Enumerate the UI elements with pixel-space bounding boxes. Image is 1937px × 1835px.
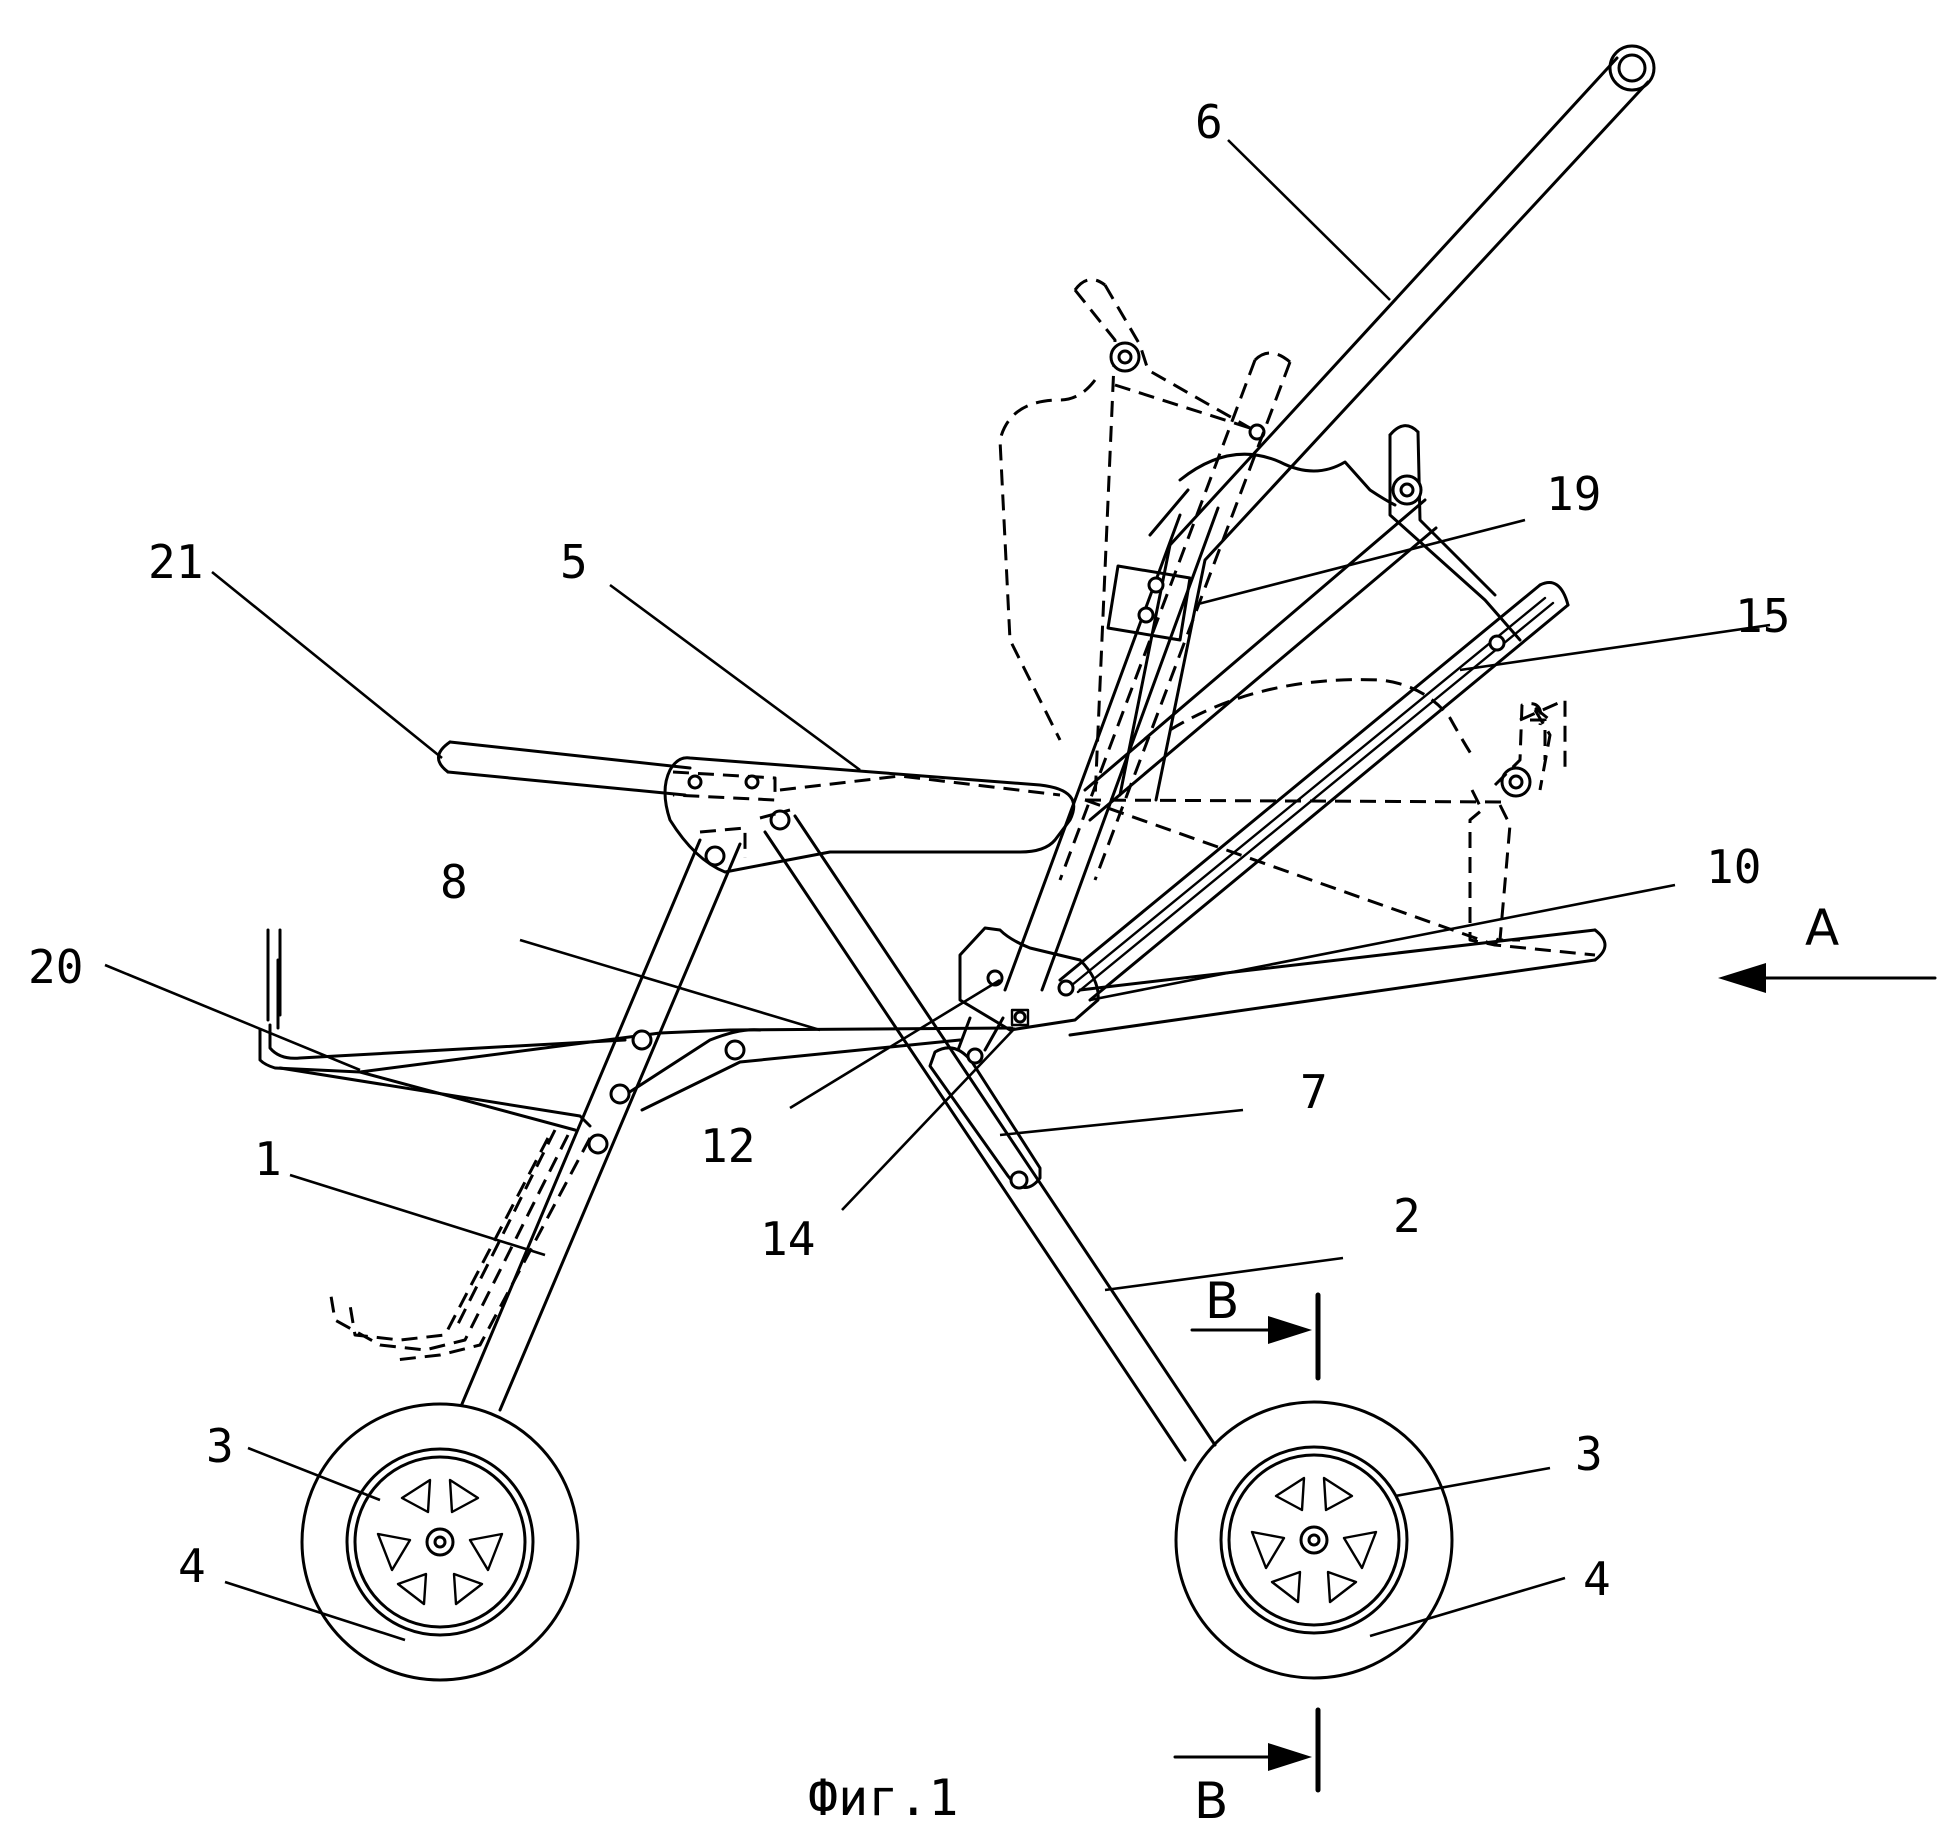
right-wheel	[1176, 1402, 1452, 1678]
view-arrow-a: A	[1718, 899, 1935, 993]
leg-rest-frame	[1060, 583, 1568, 1001]
push-handle	[1120, 46, 1654, 800]
rear-leg	[765, 816, 1215, 1460]
label-20: 20	[28, 940, 83, 994]
seat-frame-plate	[665, 758, 1074, 872]
section-line-b: B B	[1175, 1272, 1318, 1830]
leader-lines	[105, 140, 1770, 1640]
label-3-left: 3	[206, 1419, 234, 1473]
backrest-tube	[1005, 508, 1218, 990]
label-12: 12	[700, 1119, 755, 1173]
section-b-bottom-label: B	[1194, 1772, 1228, 1830]
label-4-right: 4	[1583, 1552, 1611, 1606]
label-15: 15	[1735, 589, 1790, 643]
label-19: 19	[1546, 467, 1601, 521]
bottom-bracket	[960, 928, 1605, 1035]
seat-back-bar	[1085, 500, 1436, 820]
label-10: 10	[1706, 840, 1761, 894]
figure-caption: Фиг.1	[808, 1769, 959, 1827]
label-2: 2	[1393, 1189, 1421, 1243]
label-14: 14	[760, 1212, 815, 1266]
label-5: 5	[560, 535, 588, 589]
label-3-right: 3	[1575, 1427, 1603, 1481]
label-8: 8	[440, 855, 468, 909]
view-arrow-a-label: A	[1805, 899, 1839, 957]
left-wheel	[302, 1404, 578, 1680]
front-leg	[462, 840, 740, 1410]
label-1: 1	[254, 1132, 282, 1186]
label-7: 7	[1300, 1065, 1328, 1119]
section-b-top-label: B	[1205, 1272, 1239, 1330]
label-6: 6	[1195, 95, 1223, 149]
label-4-left: 4	[178, 1539, 206, 1593]
bumper-bar	[438, 742, 690, 795]
label-21: 21	[148, 535, 203, 589]
rear-leg-sleeve	[930, 1048, 1040, 1188]
